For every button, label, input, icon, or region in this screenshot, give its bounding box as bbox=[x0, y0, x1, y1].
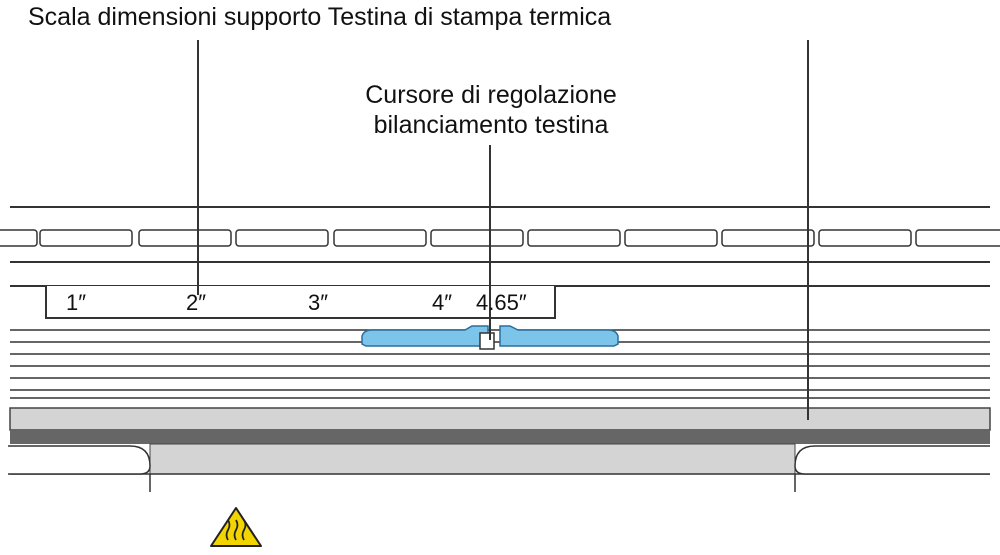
cursor-label-line-2: bilanciamento testina bbox=[373, 111, 609, 139]
media-size-scale bbox=[45, 286, 556, 319]
scale-tick-label: 3″ bbox=[308, 290, 329, 315]
scale-tick-label: 1″ bbox=[66, 290, 87, 315]
hot-surface-warning-icon bbox=[210, 507, 262, 547]
cursor-label: Cursore di regolazione bilanciamento tes… bbox=[336, 80, 646, 140]
right-end-cap bbox=[794, 445, 990, 475]
scale-tick-label: 2″ bbox=[186, 290, 207, 315]
platen-bar-shadow bbox=[10, 430, 990, 444]
slot-row bbox=[0, 229, 1000, 247]
scale-title: Scala dimensioni supporto Testina di sta… bbox=[28, 3, 612, 31]
platen-roller bbox=[149, 443, 796, 475]
left-end-cap bbox=[8, 445, 151, 475]
scale-tick-label: 4.65″ bbox=[476, 290, 527, 315]
platen-bar bbox=[9, 407, 991, 431]
scale-tick-label: 4″ bbox=[432, 290, 453, 315]
cursor-label-line-1: Cursore di regolazione bbox=[365, 81, 617, 109]
head-balance-slider[interactable] bbox=[361, 325, 619, 350]
